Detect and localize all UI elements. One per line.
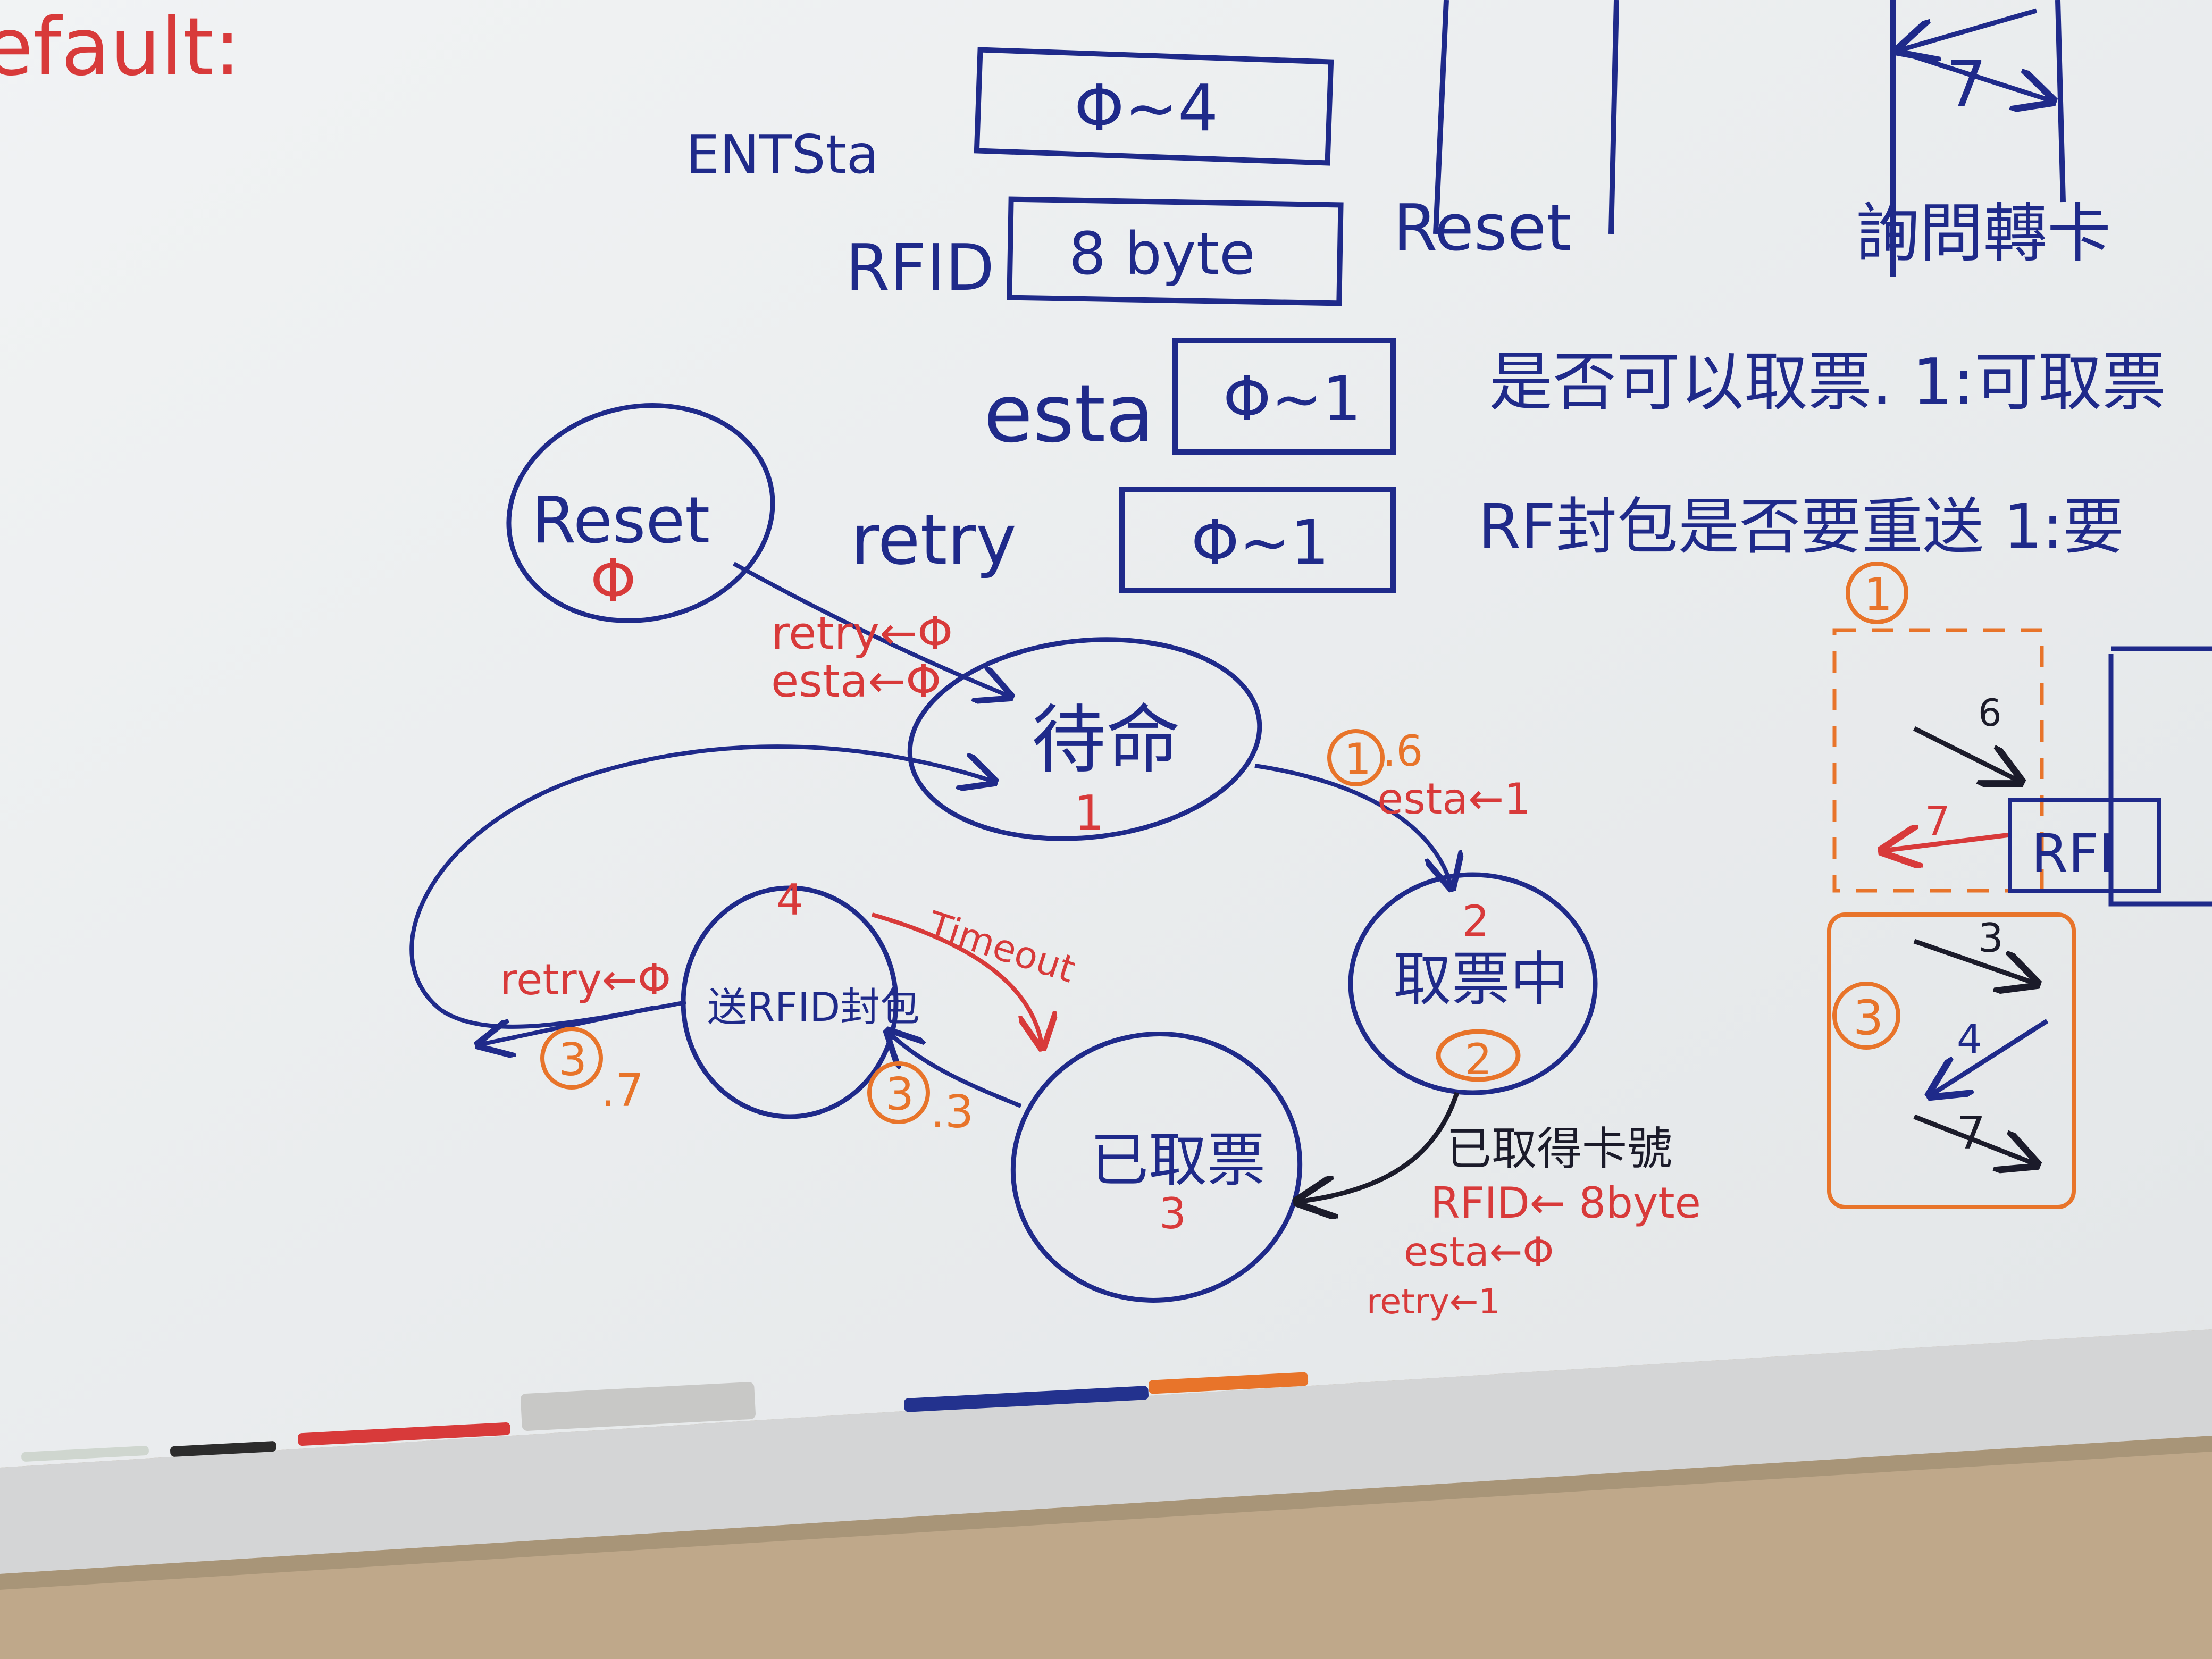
edge-taking-taken-action-2: esta←Φ: [1404, 1228, 1554, 1275]
reset-label-top: Reset: [1393, 191, 1571, 265]
edge-send-standby-marker: 3: [558, 1034, 587, 1086]
field-definitions: ENTSta Φ~4 RFID 8 byte esta Φ~1 是否可以取票. …: [686, 47, 2166, 593]
seq-box3-marker: 3: [1853, 990, 1883, 1046]
edge-standby-taking-action: esta←1: [1377, 774, 1531, 824]
state-taking-code: 2: [1462, 896, 1489, 946]
state-reset: [506, 403, 775, 623]
seq-box1-rfi-box: [2008, 798, 2161, 893]
state-taking: [1348, 872, 1598, 1095]
seq-box3-step-7: 7: [1957, 1107, 1985, 1160]
edge-taking-taken-action-3: retry←1: [1367, 1282, 1501, 1322]
seven-label-top: 7: [1946, 48, 1987, 122]
state-standby-code: 1: [1074, 785, 1104, 841]
field-range-esta: Φ~1: [1223, 364, 1361, 435]
state-taken: [1010, 1032, 1303, 1303]
edge-reset-standby-action-1: retry←Φ: [771, 607, 953, 660]
edge-taken-send: [888, 1032, 1022, 1108]
seq-box1-step-6: 6: [1978, 691, 2002, 735]
state-reset-name: Reset: [532, 484, 710, 558]
seq-box3-step-4: 4: [1957, 1016, 1982, 1062]
seq-box3-marker-ring: [1832, 982, 1900, 1050]
edge-taking-taken-title: 已取得卡號: [1446, 1123, 1672, 1176]
field-range-rfid: 8 byte: [1069, 220, 1255, 288]
edge-send-standby-tip: [479, 1006, 655, 1045]
edge-standby-taking-marker: 1: [1344, 734, 1371, 784]
field-box-rfid: [1007, 196, 1344, 306]
field-box-entsta: [974, 47, 1334, 166]
timing-sketch-top: Reset 7 詢問轉卡: [1393, 0, 2111, 276]
edge-reset-standby: [733, 562, 1010, 697]
edge-taking-taken-action-1: RFID← 8byte: [1430, 1178, 1701, 1228]
whiteboard-surface: [0, 0, 2212, 1468]
field-box-esta: [1172, 338, 1396, 455]
edge-reset-standby-action-2: esta←Φ: [771, 655, 941, 708]
seq-box1-marker-ring: [1846, 562, 1908, 624]
edge-standby-taking-marker-ring: [1327, 729, 1385, 786]
state-taking-name: 取票中: [1393, 945, 1569, 1013]
state-taken-code: 3: [1159, 1189, 1186, 1238]
edge-send-standby-action: retry←Φ: [500, 955, 671, 1004]
field-note-esta: 是否可以取票. 1:可取票: [1489, 346, 2166, 420]
edge-send-standby-step: .7: [601, 1065, 644, 1117]
marker-tray: [0, 1329, 2212, 1574]
edge-taking-taken: [1297, 1092, 1460, 1202]
field-range-retry: Φ~1: [1191, 507, 1329, 579]
polling-label: 詢問轉卡: [1856, 197, 2111, 271]
state-send-code: 4: [776, 875, 803, 925]
edge-taken-send-marker: 3: [885, 1068, 914, 1121]
tray-objects: [21, 1372, 1309, 1462]
state-taken-name: 已取票: [1090, 1126, 1266, 1194]
edge-taken-send-step: .3: [931, 1086, 974, 1138]
sequence-sketches: 1 6 7 RFI 3 3 4 7: [1827, 562, 2212, 1209]
field-name-rfid: RFID: [845, 231, 994, 305]
seq-box3: [1827, 912, 2076, 1209]
field-note-retry: RF封包是否要重送 1:要: [1478, 491, 2124, 563]
state-reset-code: Φ: [590, 547, 636, 615]
seq-box1-marker: 1: [1864, 568, 1892, 621]
edge-standby-taking-step: .6: [1382, 726, 1423, 776]
state-standby-name: 待命: [1032, 697, 1180, 784]
default-label: efault:: [0, 1, 241, 94]
edge-send-taken-timeout: [871, 912, 1042, 1048]
field-box-retry: [1119, 487, 1396, 593]
field-name-esta: esta: [984, 368, 1154, 460]
edge-standby-taking: [1254, 764, 1452, 888]
field-name-retry: retry: [851, 499, 1017, 580]
edge-taken-send-marker-ring: [867, 1061, 930, 1124]
state-diagram: Reset Φ 待命 1 2 取票中 2 已取票 3 4 送RFID封包 ret…: [409, 403, 1701, 1322]
field-range-entsta: Φ~4: [1074, 72, 1218, 146]
state-send-name: 送RFID封包: [707, 984, 920, 1030]
state-taking-badge-ring: [1436, 1029, 1521, 1082]
field-name-entsta: ENTSta: [686, 123, 879, 186]
state-taking-badge: 2: [1465, 1035, 1492, 1084]
edge-send-standby: [409, 744, 994, 1029]
seq-box1: [1832, 628, 2044, 893]
seq-box1-rfi-label: RFI: [2031, 823, 2115, 885]
tray-shadow: [0, 1436, 2212, 1590]
edge-send-standby-marker-ring: [540, 1027, 603, 1090]
seq-box1-step-7: 7: [1925, 798, 1950, 844]
seq-box3-step-3: 3: [1978, 915, 2004, 961]
